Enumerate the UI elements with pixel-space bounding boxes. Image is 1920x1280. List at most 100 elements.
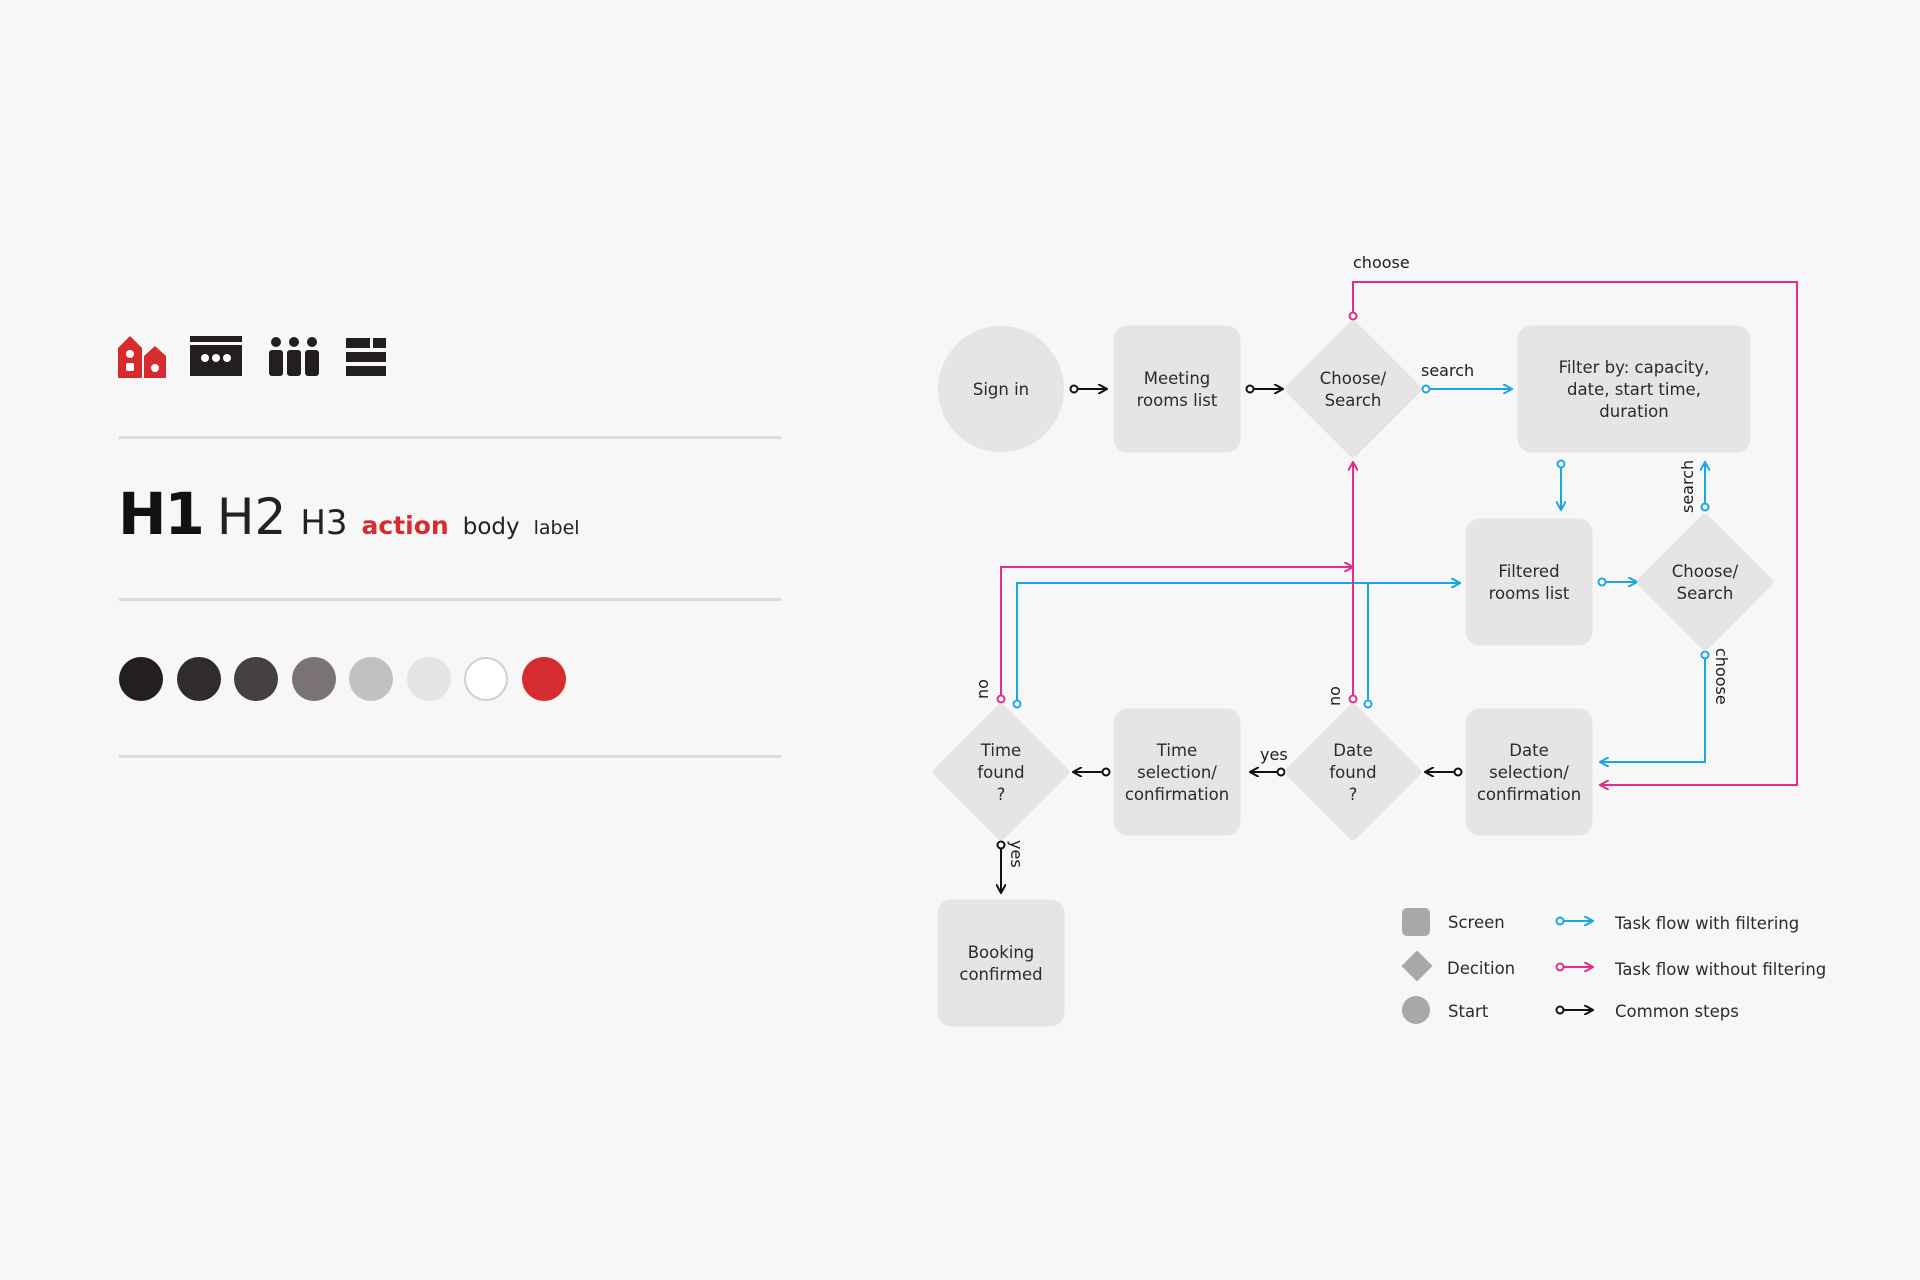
node-booking-confirmed-label: confirmed [959, 965, 1042, 984]
color-swatch [521, 657, 566, 701]
flow-edges [996, 281, 1798, 893]
node-date-found-label: found [1329, 763, 1376, 782]
divider [119, 598, 781, 601]
color-swatch [176, 657, 221, 701]
node-time-selection-label: Time [1156, 741, 1197, 760]
list-menu-icon [346, 338, 386, 376]
edge-choose-to-datesel-origin [1348, 311, 1358, 321]
node-choose-search-1-label: Choose/ [1320, 369, 1387, 388]
edge-timefound-no-filtered [1016, 583, 1460, 704]
node-time-selection-label: confirmation [1125, 785, 1229, 804]
node-date-found-shape [1285, 704, 1421, 840]
legend: Screen Decition Start Task flow with fil… [1401, 908, 1826, 1024]
legend-flow-arrows [1555, 916, 1594, 1015]
type-action-sample: action [361, 511, 449, 540]
edge-meeting-to-choose-origin [1245, 384, 1255, 394]
edge-datesel-to-datefound-origin [1453, 767, 1463, 777]
type-h1-sample: H1 [118, 480, 205, 548]
node-time-found-shape [933, 704, 1069, 840]
people-icon [269, 337, 319, 376]
type-label-sample: label [533, 517, 580, 539]
legend-arrow-origin [1555, 1005, 1565, 1015]
edge-datefound-no-choose-origin [1348, 694, 1358, 704]
color-swatch [291, 657, 336, 701]
node-choose-search-2-label: Search [1677, 584, 1734, 603]
node-time-found-label: found [977, 763, 1024, 782]
node-sign-in-shape [938, 326, 1064, 452]
color-swatch [349, 657, 393, 701]
node-date-selection-label: selection/ [1489, 763, 1569, 782]
legend-label-no-filtering: Task flow without filtering [1614, 960, 1826, 979]
type-body-sample: body [462, 514, 520, 540]
node-time-found-label: Time [980, 741, 1021, 760]
color-swatch [119, 657, 163, 701]
type-h3-sample: H3 [300, 503, 348, 543]
edge-timesel-to-timefound-origin [1101, 767, 1111, 777]
buildings-icon [118, 336, 166, 378]
edge-datefound-to-timesel-origin [1276, 767, 1286, 777]
typography-scale: H1 H2 H3 action body label [118, 480, 594, 550]
edge-label-choose-top: choose [1353, 253, 1410, 272]
edge-timefound-no-choose-origin [996, 694, 1006, 704]
style-guide-panel: H1 H2 H3 action body label [0, 0, 800, 1280]
legend-label-decision: Decition [1447, 959, 1515, 978]
legend-decision-swatch [1401, 950, 1433, 982]
legend-arrow-origin [1555, 962, 1565, 972]
edge-timefound-to-booking-origin [996, 840, 1006, 850]
node-time-selection-label: selection/ [1137, 763, 1217, 782]
divider [119, 755, 781, 758]
node-filter-by-label: duration [1599, 402, 1668, 421]
edge-datefound-no-filtered-origin [1363, 699, 1373, 709]
edge-label-choose-2: choose [1712, 648, 1731, 705]
edge-label-search-2: search [1678, 460, 1697, 513]
node-booking-confirmed-shape [937, 899, 1065, 1027]
node-choose-search-2-shape [1637, 514, 1773, 650]
edge-label-yes-date: yes [1260, 745, 1288, 764]
edge-datefound-no-filtered [1367, 583, 1460, 704]
node-choose-search-1-label: Search [1325, 391, 1382, 410]
legend-arrow-origin [1555, 916, 1565, 926]
node-date-selection-shape [1465, 708, 1593, 836]
edge-label-yes-time: yes [1007, 840, 1026, 868]
node-filter-by-shape [1517, 325, 1751, 453]
edge-signin-to-meeting-origin [1069, 384, 1079, 394]
color-swatch [406, 657, 451, 701]
legend-label-start: Start [1448, 1002, 1489, 1021]
node-filtered-rooms-list-label: rooms list [1489, 584, 1570, 603]
edge-filtered-to-choose2-origin [1597, 577, 1607, 587]
divider [119, 436, 781, 439]
color-swatch [464, 657, 508, 701]
edge-choose2-search-back-origin [1700, 502, 1710, 512]
color-swatch [234, 657, 278, 701]
node-date-selection-label: confirmation [1477, 785, 1581, 804]
edge-label-no-date: no [1325, 686, 1344, 706]
node-choose-search-2-label: Choose/ [1672, 562, 1739, 581]
node-date-found-label: ? [1349, 785, 1358, 804]
legend-start-swatch [1402, 996, 1430, 1024]
edge-choose2-to-datesel [1600, 655, 1706, 762]
node-meeting-rooms-list-shape [1113, 325, 1241, 453]
node-filtered-rooms-list-shape [1465, 518, 1593, 646]
node-meeting-rooms-list-label: Meeting [1144, 369, 1211, 388]
node-time-selection-shape [1113, 708, 1241, 836]
node-date-found-label: Date [1333, 741, 1372, 760]
node-choose-search-1-shape [1285, 321, 1421, 457]
edge-timefound-no-filtered-origin [1012, 699, 1022, 709]
type-h2-sample: H2 [216, 488, 287, 546]
legend-label-common: Common steps [1615, 1002, 1739, 1021]
edge-filter-to-filtered-origin [1556, 459, 1566, 469]
calendar-card-icon [190, 336, 242, 376]
edge-label-no-time: no [973, 679, 992, 699]
edge-label-search-1: search [1421, 361, 1474, 380]
edge-timefound-no-choose [1000, 567, 1353, 699]
node-time-found-label: ? [997, 785, 1006, 804]
edge-choose-to-filter-origin [1421, 384, 1431, 394]
node-filter-by-label: date, start time, [1567, 380, 1701, 399]
node-booking-confirmed-label: Booking [968, 943, 1035, 962]
edge-choose2-to-datesel-origin [1700, 650, 1710, 660]
edge-choose-to-datesel [1352, 281, 1798, 785]
legend-label-filtering: Task flow with filtering [1614, 914, 1799, 933]
node-date-selection-label: Date [1509, 741, 1548, 760]
